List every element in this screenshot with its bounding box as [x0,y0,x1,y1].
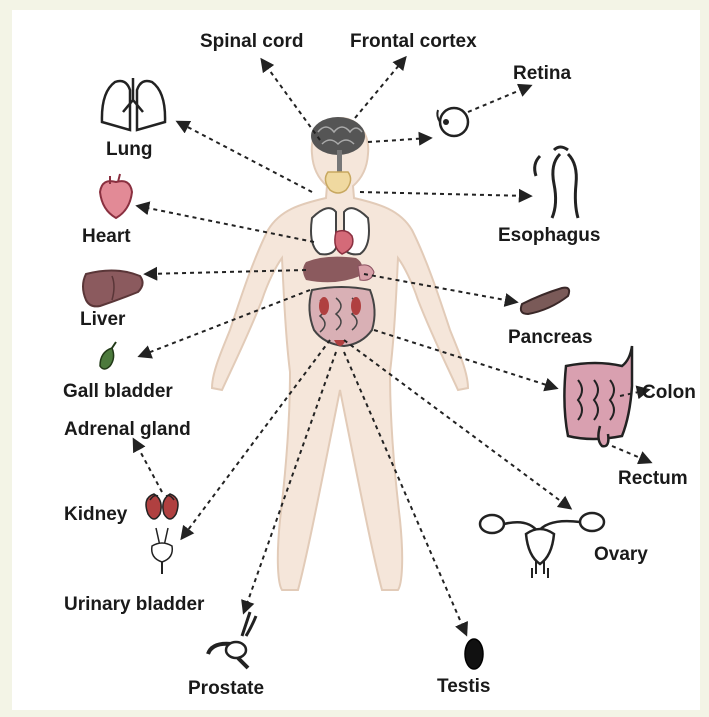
label-liver: Liver [80,310,125,329]
arrow-lung [178,122,312,192]
label-frontal-cortex: Frontal cortex [350,32,477,51]
lungs-in-body-left [311,208,336,254]
esophagus-icon [535,147,578,218]
ovary-icon [480,513,604,578]
thyroid-in-body [325,172,350,193]
label-urinary-bladder: Urinary bladder [64,595,204,614]
label-spinal-cord: Spinal cord [200,32,303,51]
label-colon: Colon [642,383,696,402]
retina-eye-icon [437,108,468,136]
lung-icon [102,78,165,130]
testis-icon [465,639,483,669]
label-adrenal-gland: Adrenal gland [64,420,191,439]
arrow-retina [468,86,530,112]
arrow-adrenal-gland [134,440,162,492]
label-kidney: Kidney [64,505,127,524]
prostate-icon [208,612,256,668]
kidney-in-body-right [351,297,361,315]
label-testis: Testis [437,677,491,696]
label-esophagus: Esophagus [498,226,600,245]
brain-in-body [311,117,365,155]
kidney-in-body-left [319,297,329,315]
label-gall-bladder: Gall bladder [63,382,173,401]
pancreas-icon [521,288,569,314]
arrow-esophagus [360,192,530,196]
kidney-icon [146,494,178,574]
label-retina: Retina [513,64,571,83]
label-lung: Lung [106,140,152,159]
label-pancreas: Pancreas [508,328,593,347]
label-prostate: Prostate [188,679,264,698]
label-rectum: Rectum [618,469,688,488]
arrow-rectum [612,446,650,462]
heart-icon [100,174,132,218]
liver-in-body [303,257,362,283]
arrow-spinal-cord [262,60,320,140]
arrow-retina-eye [368,138,430,142]
arrow-frontal-cortex [355,58,405,118]
intestines-in-body [309,287,374,346]
gall-bladder-icon [100,342,116,369]
label-heart: Heart [82,227,131,246]
label-ovary: Ovary [594,545,648,564]
liver-icon [83,270,143,306]
